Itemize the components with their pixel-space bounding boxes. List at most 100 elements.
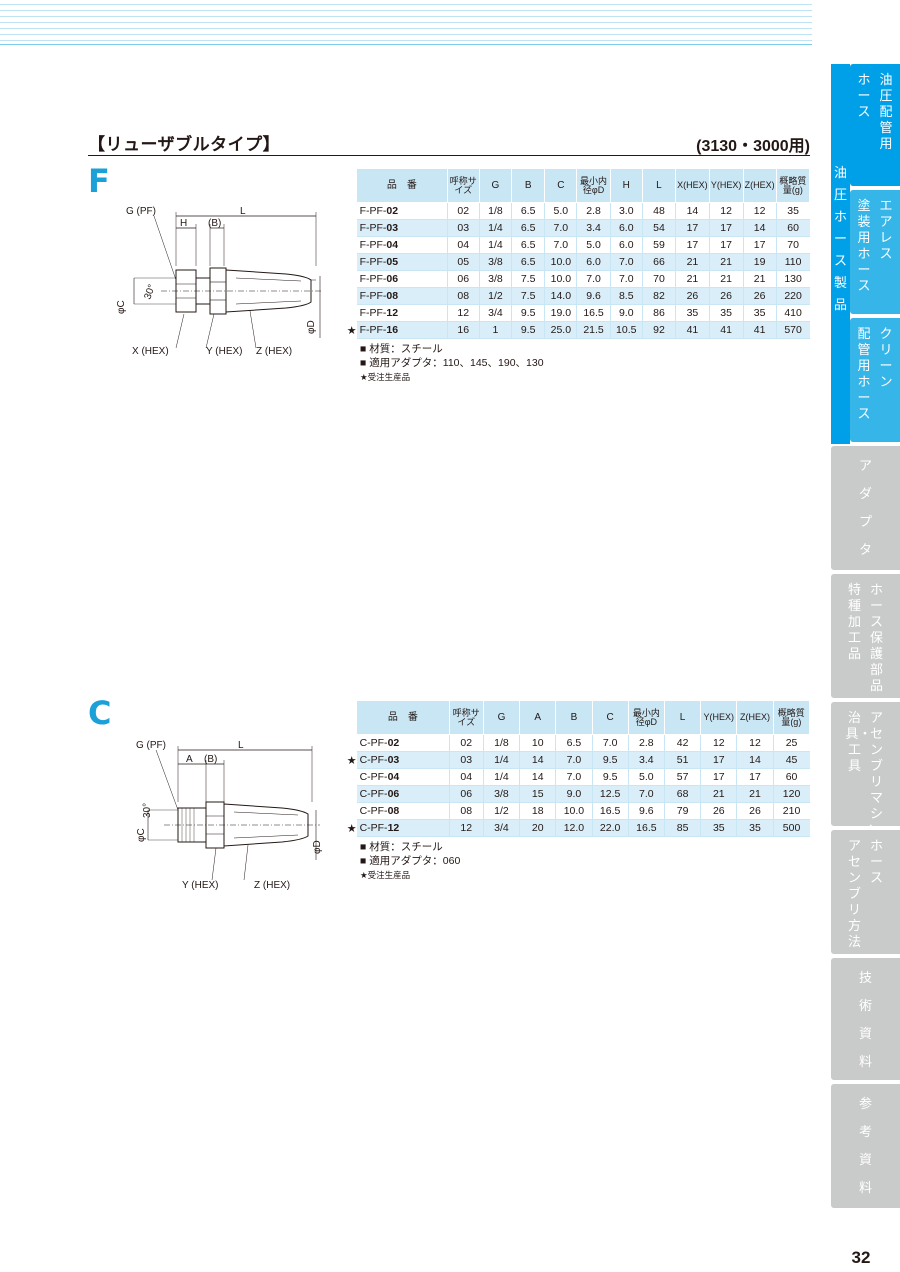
part-number-prefix: C-PF- <box>359 754 388 766</box>
part-number-code: 03 <box>386 222 399 234</box>
made-to-order-star <box>344 287 357 305</box>
sidebar-category-label: 油圧ホース製品 <box>833 165 847 312</box>
table-cell: 35 <box>775 202 810 220</box>
sidebar-tab-6[interactable]: 治具・工具アセンブリマシン・ <box>831 702 900 837</box>
sidebar-tab-5[interactable]: 特種加工品ホース保護部品 <box>831 574 900 698</box>
table-cell: 17 <box>736 768 774 786</box>
table-cell: 1/4 <box>478 236 512 254</box>
table-cell: 26 <box>700 802 737 820</box>
table-header-row: 品 番 呼称サイズ G A B C 最小内径φD L Y(HEX) Z(HEX)… <box>343 700 811 735</box>
table-cell: 2.8 <box>627 734 665 752</box>
notes-f: ■ 材質：スチール ■ 適用アダプタ：110、145、190、130 ★受注生産… <box>360 342 544 384</box>
col-y-hex: Y(HEX) <box>708 168 744 203</box>
made-to-order-star <box>344 785 357 803</box>
table-cell: 21 <box>736 785 774 803</box>
label-angle: 30° <box>142 803 153 818</box>
table-cell: 7.5 <box>511 287 545 305</box>
table-cell: 54 <box>641 219 676 237</box>
sidebar-tab-8[interactable]: 技術資料 <box>831 958 900 1080</box>
table-cell: 6.5 <box>511 253 545 271</box>
table-cell: 17 <box>700 751 737 769</box>
made-to-order-star: ★ <box>344 819 357 837</box>
table-cell: 26 <box>708 287 743 305</box>
table-cell: 8.5 <box>609 287 643 305</box>
table-cell: 06 <box>448 785 484 803</box>
table-cell: 9.0 <box>609 304 643 322</box>
table-cell: 10.5 <box>609 321 643 339</box>
part-number-code: 06 <box>387 788 400 800</box>
table-cell: 12 <box>742 202 777 220</box>
sidebar-tab-label: 参考資料 <box>858 1096 872 1195</box>
part-number-prefix: C-PF- <box>359 771 388 783</box>
sidebar-tab-label: ホース保護部品 <box>869 582 883 693</box>
col-part-number: 品 番 <box>356 700 450 735</box>
table-cell: 110 <box>775 253 810 271</box>
table-cell: 17 <box>700 768 737 786</box>
table-cell: 14 <box>675 202 710 220</box>
sidebar-tab-3[interactable]: 配管用ホースクリーン <box>850 318 900 442</box>
table-cell: 12 <box>708 202 743 220</box>
part-number-cell: F-PF-12 <box>356 304 448 322</box>
table-cell: 7.0 <box>544 219 577 237</box>
table-cell: 70 <box>641 270 676 288</box>
col-z-hex: Z(HEX) <box>742 168 777 203</box>
table-cell: 17 <box>708 236 743 254</box>
table-cell: 3.4 <box>627 751 665 769</box>
part-number-code: 03 <box>387 754 400 766</box>
sidebar-tab-label: ホース <box>857 72 871 119</box>
part-number-code: 06 <box>386 273 399 285</box>
table-cell: 21.5 <box>576 321 611 339</box>
part-number-cell: C-PF-02 <box>356 734 450 752</box>
made-to-order-star <box>344 236 357 254</box>
table-cell: 14 <box>736 751 774 769</box>
part-number-code: 12 <box>386 307 399 319</box>
table-cell: 5.0 <box>627 768 665 786</box>
sidebar-tab-4[interactable]: アダプタ <box>831 446 900 570</box>
sidebar-tab-9[interactable]: 参考資料 <box>831 1084 900 1208</box>
table-cell: 3/8 <box>478 270 512 288</box>
table-cell: 70 <box>775 236 810 254</box>
note-made-to-order: ★受注生産品 <box>360 870 411 880</box>
table-cell: 17 <box>675 236 710 254</box>
table-cell: 9.0 <box>555 785 593 803</box>
table-cell: 10 <box>519 734 556 752</box>
table-cell: 6.5 <box>511 202 545 220</box>
table-cell: 9.5 <box>511 321 545 339</box>
table-cell: 48 <box>641 202 676 220</box>
table-cell: 1/8 <box>482 734 520 752</box>
table-cell: 6.5 <box>511 219 545 237</box>
notes-c: ■ 材質：スチール ■ 適用アダプタ：060 ★受注生産品 <box>360 840 460 882</box>
table-cell: 26 <box>736 802 774 820</box>
table-cell: 14 <box>742 219 777 237</box>
sidebar-tab-2[interactable]: 塗装用ホースエアレス <box>850 190 900 314</box>
made-to-order-star: ★ <box>344 751 357 769</box>
part-number-cell: C-PF-03 <box>356 751 450 769</box>
table-cell: 17 <box>675 219 710 237</box>
table-cell: 9.5 <box>591 751 629 769</box>
note-material: ■ 材質：スチール <box>360 343 443 355</box>
label-phi-c: φC <box>136 828 147 842</box>
part-number-prefix: C-PF- <box>359 805 388 817</box>
table-cell: 68 <box>663 785 701 803</box>
table-cell: 1/4 <box>478 219 512 237</box>
table-cell: 14 <box>519 768 556 786</box>
table-cell: 59 <box>641 236 676 254</box>
table-cell: 02 <box>446 202 480 220</box>
col-b: B <box>511 168 546 203</box>
table-cell: 06 <box>446 270 480 288</box>
page-heading: 【リューザブルタイプ】 (3130・3000用) <box>88 130 810 155</box>
sidebar-tab-7[interactable]: アセンブリ方法ホース <box>831 830 900 954</box>
part-number-code: 02 <box>386 205 399 217</box>
table-cell: 10.0 <box>555 802 593 820</box>
sidebar-tab-1[interactable]: ホース油圧配管用 <box>850 64 900 186</box>
label-b: (B) <box>208 218 221 229</box>
table-cell: 6.0 <box>576 253 611 271</box>
star-column-head <box>343 700 358 735</box>
made-to-order-star <box>344 219 357 237</box>
sidebar-tab-label: 配管用ホース <box>857 326 871 421</box>
